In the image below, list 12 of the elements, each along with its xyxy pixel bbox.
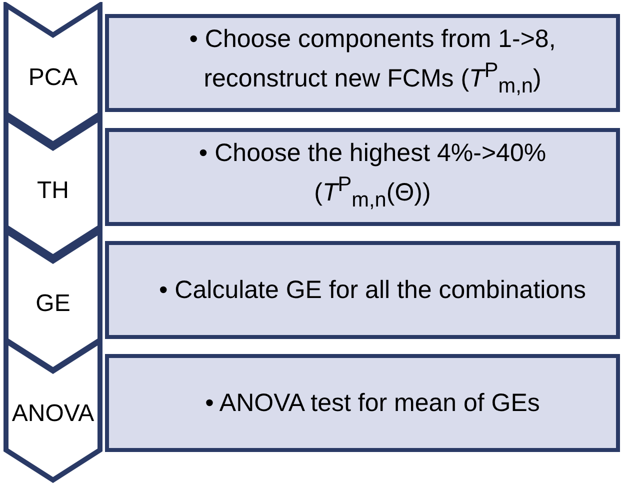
step-label: TH (36, 177, 70, 205)
step-description-panel (105, 354, 620, 452)
step-label: PCA (27, 64, 79, 92)
bullet-text: • ANOVA test for mean of GEs (205, 388, 540, 418)
bullet-text: • Choose the highest 4%->40% (T$^{P}$$_{m,n}$(Θ)) (198, 138, 548, 214)
bullet-text: • Calculate GE for all the combinations (158, 274, 586, 306)
step-description-panel (105, 14, 620, 112)
step-label: ANOVA (10, 400, 96, 428)
bullet-text: • Choose components from 1->8, reconstruct new FCMs (T$^{P}$$_{m,n}$) (188, 24, 557, 100)
step-description-panel (105, 241, 620, 339)
step-description-panel (105, 128, 620, 226)
step-label: GE (34, 290, 72, 318)
